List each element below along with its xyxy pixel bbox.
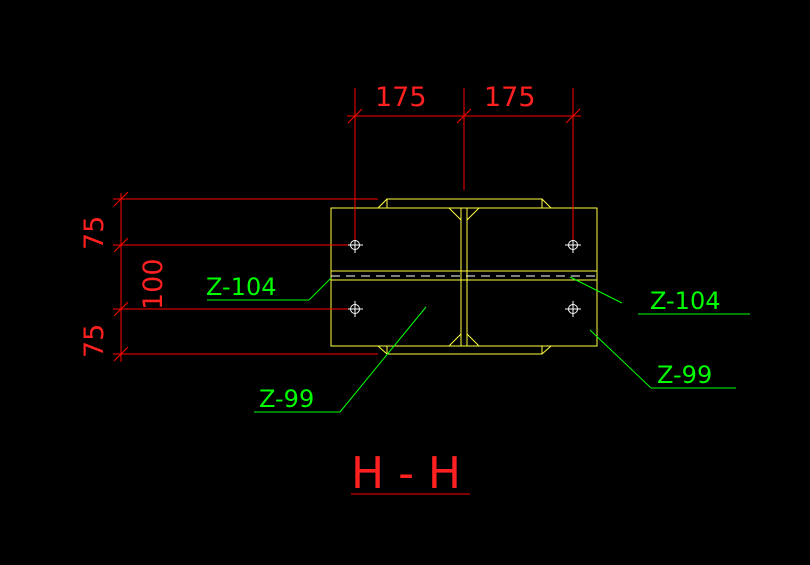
- leader-z104-left: [308, 277, 332, 301]
- weld-flange-br: [541, 345, 552, 355]
- left-dimension-chain: 75 100 75: [79, 191, 378, 362]
- bottom-flange-plate: [386, 345, 543, 355]
- weld-tl-a: [448, 207, 462, 221]
- section-title: H - H: [351, 448, 461, 499]
- dimension-left-middle: 100: [138, 258, 169, 310]
- label-z99-right: Z-99: [657, 361, 712, 389]
- weld-bl-a: [448, 333, 462, 347]
- main-plate-outline: [330, 207, 598, 347]
- leader-z104-right: [569, 276, 623, 304]
- bolt-hole-icon: [565, 301, 581, 317]
- tick-y4: [113, 346, 129, 362]
- section-title-group: H - H: [351, 448, 470, 499]
- bolt-hole-icon: [347, 301, 363, 317]
- top-flange-plate: [386, 198, 543, 209]
- tick-mid: [456, 108, 472, 124]
- weld-flange-tr: [541, 198, 552, 209]
- dimension-left-bottom: 75: [79, 324, 110, 358]
- dimension-left-top: 75: [79, 216, 110, 250]
- weld-bl-b: [466, 333, 480, 347]
- weld-flange-tl: [377, 198, 388, 209]
- tick-y2: [113, 237, 129, 253]
- tick-y3: [113, 301, 129, 317]
- weld-tl-b: [466, 207, 480, 221]
- label-z104-right: Z-104: [650, 287, 721, 315]
- tick-right: [565, 108, 581, 124]
- label-z104-left: Z-104: [206, 273, 277, 301]
- part-labels: Z-104 Z-104 Z-99 Z-99: [206, 273, 750, 413]
- dimension-top-left: 175: [375, 82, 427, 113]
- steel-assembly: [330, 198, 598, 355]
- weld-flange-bl: [377, 345, 388, 355]
- bolt-group: [347, 237, 581, 317]
- top-dimension-chain: 175 175: [347, 82, 581, 240]
- leader-z99-right: [589, 329, 652, 389]
- leader-z99-left: [339, 306, 427, 413]
- tick-left: [347, 108, 363, 124]
- dimension-top-right: 175: [484, 82, 536, 113]
- tick-y1: [113, 191, 129, 207]
- label-z99-left: Z-99: [259, 385, 314, 413]
